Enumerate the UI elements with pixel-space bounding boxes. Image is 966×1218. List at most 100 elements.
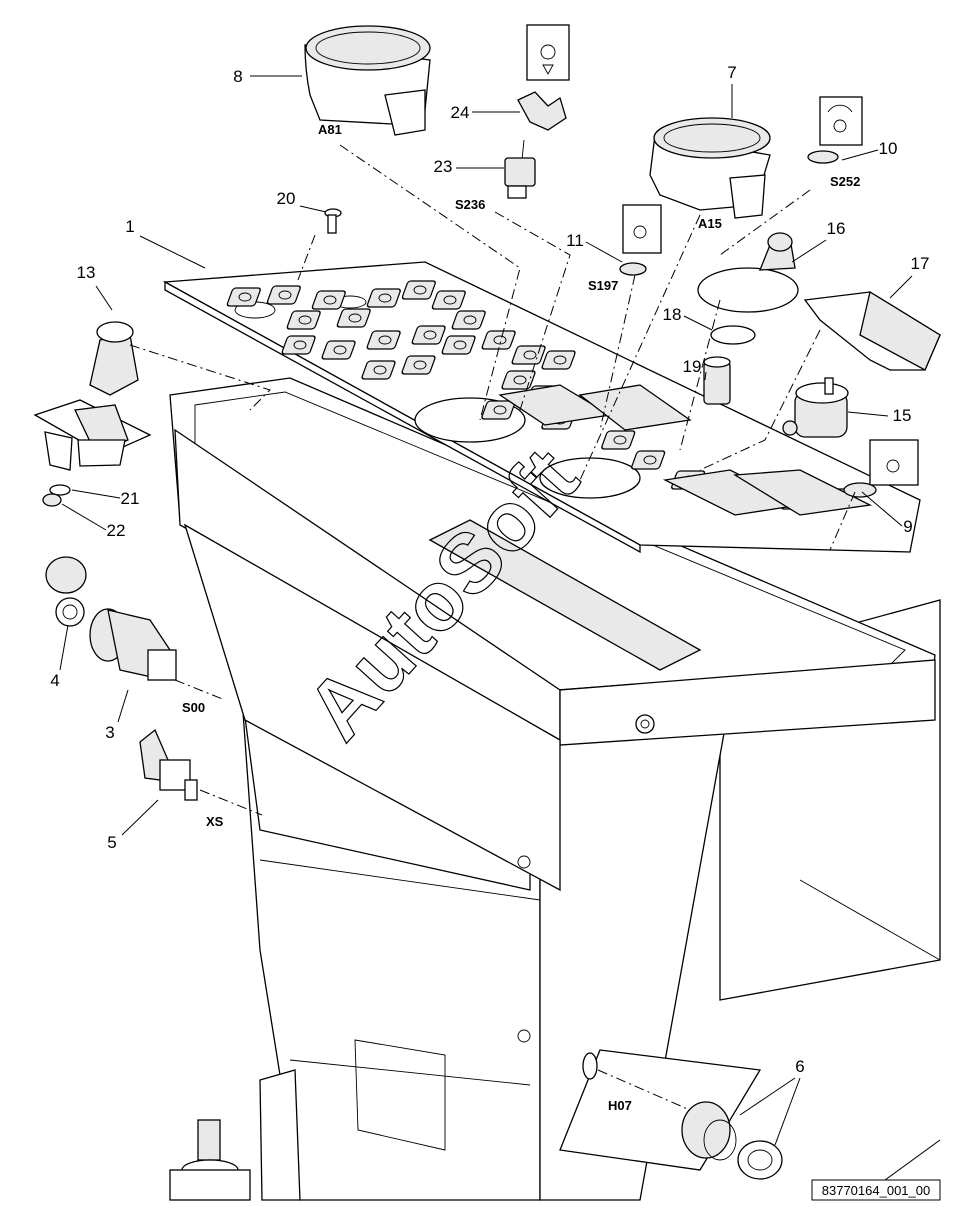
panel-switch-knob: [453, 340, 467, 350]
callout-9: 9: [903, 517, 912, 536]
component-code-s00: S00: [182, 700, 205, 715]
bushing-19: [703, 356, 731, 405]
leader-line-13: [95, 285, 113, 311]
component-code-s252: S252: [830, 174, 860, 189]
panel-switch-knob: [613, 435, 627, 445]
panel-switch-cell: [511, 345, 546, 365]
component-code-xs: XS: [206, 814, 224, 829]
symbol-card-11: [622, 204, 662, 254]
panel-switch-cell: [401, 355, 436, 375]
panel-switch-cell: [451, 310, 486, 330]
leader-line-22: [61, 503, 107, 531]
panel-switch-cell: [361, 360, 396, 380]
leader-line-16: [791, 239, 827, 263]
callout-1: 1: [125, 217, 134, 236]
symbol-card-24: [526, 24, 570, 81]
callout-11: 11: [566, 231, 584, 250]
leader-line-17: [889, 275, 913, 299]
callout-labels: 1345678910111315161718192021222324A81S23…: [50, 63, 930, 1146]
leader-line-15: [847, 411, 889, 417]
panel-switch-knob: [333, 345, 347, 355]
nut-22: [42, 493, 62, 507]
panel-switch-knob: [493, 335, 507, 345]
callout-23: 23: [434, 157, 453, 176]
component-code-s197: S197: [588, 278, 618, 293]
panel-switch-cell: [601, 430, 636, 450]
panel-switch-knob: [373, 365, 387, 375]
callout-8: 8: [233, 67, 242, 86]
callout-20: 20: [277, 189, 296, 208]
leader-line-18: [683, 315, 713, 331]
component-code-s236: S236: [455, 197, 485, 212]
ignition-switch-3: [89, 608, 177, 681]
symbol-card-10: [819, 96, 863, 146]
callout-19: 19: [683, 357, 702, 376]
leader-line-1: [139, 235, 206, 269]
leader-line-6: [739, 1077, 796, 1116]
panel-switch-cell: [541, 350, 576, 370]
callout-13: 13: [77, 263, 96, 282]
panel-switch-cell: [501, 370, 536, 390]
plug-11: [619, 262, 647, 276]
screw-20: [324, 208, 342, 234]
leader-line-5: [121, 799, 159, 836]
leader-line-20: [299, 205, 327, 213]
panel-switch-knob: [238, 292, 252, 302]
washer-21: [49, 484, 71, 496]
leader-line-9: [861, 491, 903, 527]
component-code-a15: A15: [698, 216, 722, 231]
leader-line-6: [774, 1077, 801, 1146]
switch-5-xs: [139, 728, 198, 801]
leader-line-4: [59, 624, 69, 671]
panel-switch-knob: [513, 375, 527, 385]
panel-switch-knob: [423, 330, 437, 340]
callout-16: 16: [827, 219, 846, 238]
panel-switch-cell: [311, 290, 346, 310]
callout-10: 10: [879, 139, 898, 158]
leader-line-10: [841, 149, 879, 161]
panel-switch-knob: [413, 360, 427, 370]
reference-box: [811, 1179, 941, 1201]
plug-10: [807, 150, 839, 164]
panel-switch-cell: [321, 340, 356, 360]
panel-switch-knob: [523, 350, 537, 360]
panel-switch-cell: [366, 330, 401, 350]
symbol-card-9: [869, 439, 919, 486]
callout-6: 6: [795, 1057, 804, 1076]
callout-3: 3: [105, 723, 114, 742]
panel-switch-knob: [293, 340, 307, 350]
callout-5: 5: [107, 833, 116, 852]
rotary-knob-16: [697, 232, 799, 313]
callout-15: 15: [893, 406, 912, 425]
panel-switch-cell: [481, 400, 516, 420]
assembly-lines: [129, 144, 856, 1111]
gauge-a81: [304, 25, 431, 136]
top-panel-plate: [162, 261, 921, 554]
leader-line-19: [704, 371, 707, 381]
reference-number: 83770164_001_00: [822, 1183, 930, 1198]
washer-18: [710, 325, 756, 345]
console-housing: [169, 377, 941, 1201]
panel-switch-knob: [443, 295, 457, 305]
panel-switch-knob: [298, 315, 312, 325]
panel-switch-knob: [413, 285, 427, 295]
panel-switch-cell: [366, 288, 401, 308]
callout-7: 7: [727, 63, 736, 82]
joystick-13: [33, 321, 152, 471]
panel-switch-cell: [336, 308, 371, 328]
panel-switch-cell: [481, 330, 516, 350]
potentiometer-15: [782, 377, 849, 438]
callout-17: 17: [911, 254, 930, 273]
panel-switch-knob: [463, 315, 477, 325]
panel-switch-knob: [378, 293, 392, 303]
leader-line-21: [71, 489, 121, 499]
panel-switch-knob: [278, 290, 292, 300]
panel-switch-knob: [378, 335, 392, 345]
panel-switch-knob: [493, 405, 507, 415]
panel-switch-knob: [553, 355, 567, 365]
panel-switch-cell: [631, 450, 666, 470]
panel-switch-cell: [401, 280, 436, 300]
switch-s236: [504, 139, 536, 199]
component-code-a81: A81: [318, 122, 342, 137]
